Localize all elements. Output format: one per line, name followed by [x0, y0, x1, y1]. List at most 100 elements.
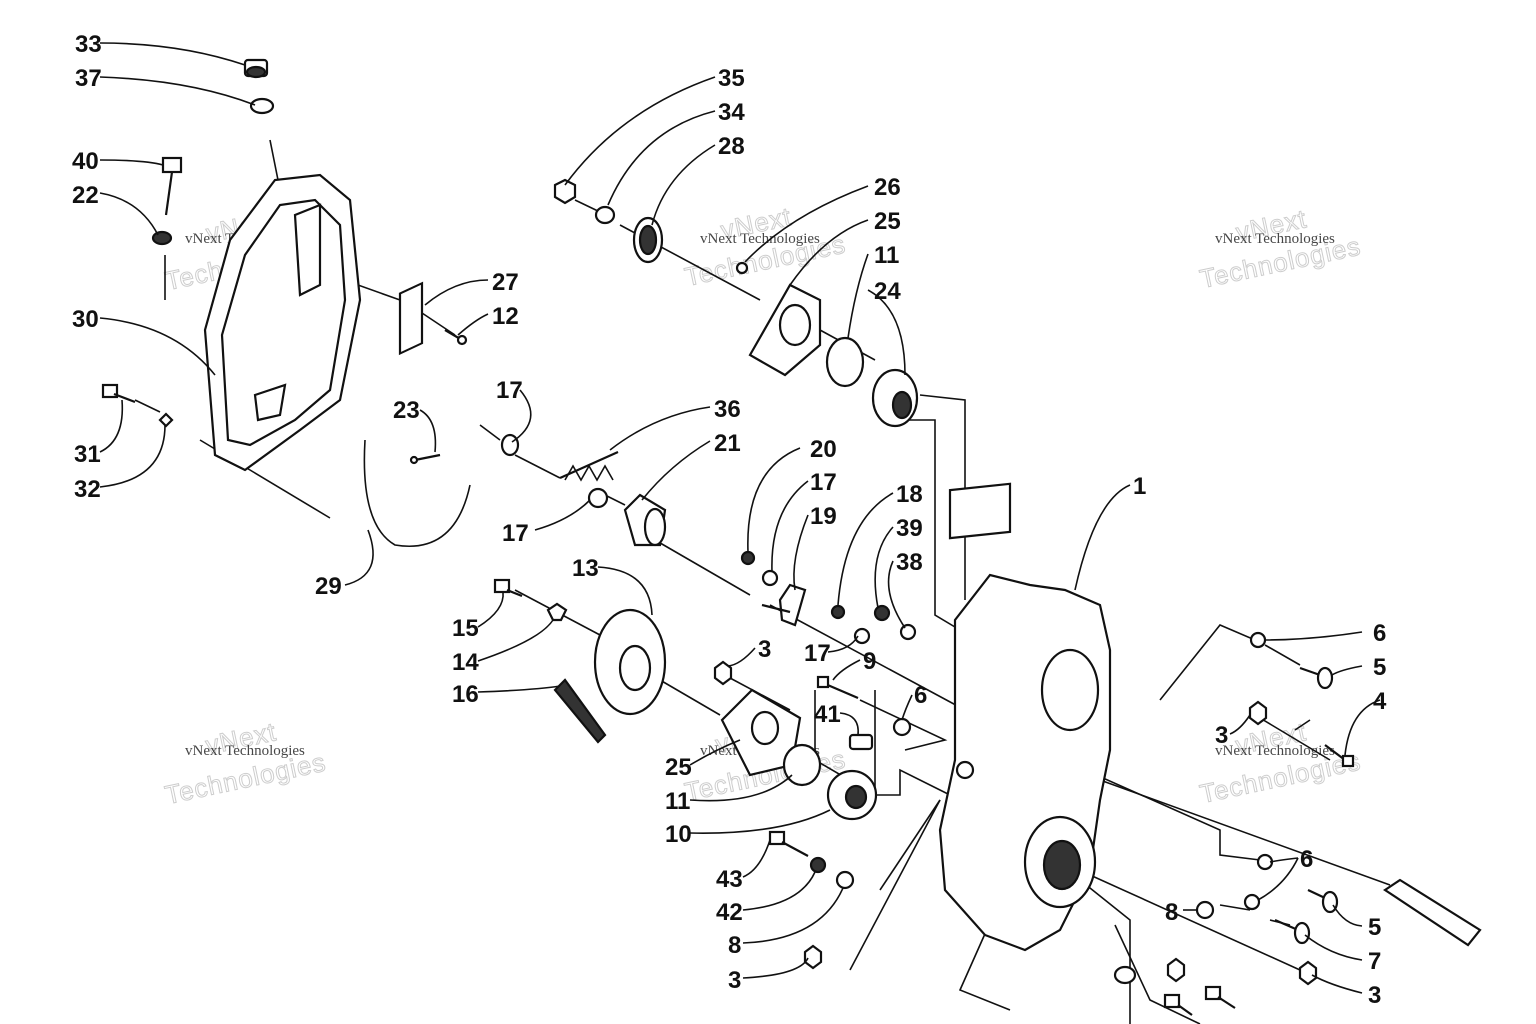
callout-18: 18	[896, 481, 923, 508]
lock-washer	[546, 602, 568, 622]
callout-25: 25	[874, 208, 901, 235]
output-shaft	[1383, 878, 1482, 947]
callout-11: 11	[665, 788, 690, 815]
shaft-washer	[500, 433, 520, 457]
watermark-small-text: vNext Technologies	[1215, 743, 1335, 759]
leader-lines	[99, 42, 1381, 994]
callout-4: 4	[1373, 688, 1387, 715]
hex-bolt	[1163, 993, 1193, 1016]
callout-25: 25	[665, 754, 692, 781]
callout-23: 23	[393, 397, 420, 424]
callout-labels: 33 37 40 22 30 31 32 27 12 23 29 35 34 2…	[72, 31, 1387, 1009]
callout-3: 3	[758, 636, 771, 663]
drain-plug	[243, 58, 269, 79]
hex-nut	[1166, 957, 1186, 983]
callout-10: 10	[665, 821, 692, 848]
callout-17: 17	[804, 640, 831, 667]
hex-nut	[1248, 700, 1268, 726]
callout-6: 6	[914, 682, 927, 709]
cover-bolt	[101, 383, 136, 404]
small-washer	[761, 569, 779, 587]
callout-6: 6	[1373, 620, 1386, 647]
callout-42: 42	[716, 899, 743, 926]
slotted-screw	[1324, 744, 1355, 768]
small-washer	[735, 261, 749, 275]
callout-28: 28	[718, 133, 745, 160]
callout-37: 37	[75, 65, 102, 92]
callout-6: 6	[1300, 846, 1313, 873]
flat-washer	[1195, 900, 1215, 920]
callout-5: 5	[1373, 654, 1386, 681]
callout-22: 22	[72, 182, 99, 209]
callout-32: 32	[74, 476, 101, 503]
callout-8: 8	[1165, 899, 1178, 926]
callout-11: 11	[874, 242, 899, 269]
callout-13: 13	[572, 555, 599, 582]
watermark-small-text: vNext Technologies	[1215, 231, 1335, 247]
tensioner-plate	[398, 281, 424, 356]
snap-ring-lower	[782, 743, 822, 787]
callout-15: 15	[452, 615, 479, 642]
small-nut	[873, 604, 891, 622]
bearing-lower	[826, 769, 878, 821]
callout-39: 39	[896, 515, 923, 542]
callout-21: 21	[714, 430, 741, 457]
hex-nut	[713, 660, 733, 686]
small-washer	[853, 627, 871, 645]
callout-38: 38	[896, 549, 923, 576]
dipstick	[161, 156, 183, 216]
callout-17: 17	[502, 520, 529, 547]
watermark-small-text: vNext Technologies	[185, 743, 305, 759]
sprocket-nut	[553, 178, 577, 205]
flat-washer	[1249, 631, 1267, 649]
callout-41: 41	[814, 701, 841, 728]
small-nut	[830, 604, 846, 620]
idler-roller	[623, 493, 667, 547]
bearing-flange-upper	[748, 283, 822, 377]
snap-ring-upper	[825, 336, 865, 388]
callout-30: 30	[72, 306, 99, 333]
callout-8: 8	[728, 932, 741, 959]
callout-5: 5	[1368, 914, 1381, 941]
small-washer	[899, 623, 917, 641]
callout-29: 29	[315, 573, 342, 600]
callout-26: 26	[874, 174, 901, 201]
callout-34: 34	[718, 99, 745, 126]
bearing-upper	[871, 368, 919, 428]
callout-3: 3	[728, 967, 741, 994]
bearing-flange-lower	[720, 688, 802, 777]
callout-3: 3	[1215, 722, 1228, 749]
sprocket-washer	[594, 205, 616, 225]
watermark-small-text: vNext Technologies	[700, 231, 820, 247]
small-nut	[740, 550, 756, 566]
lock-washer	[809, 856, 827, 874]
callout-19: 19	[810, 503, 837, 530]
callout-40: 40	[72, 148, 99, 175]
hex-bolt	[1204, 985, 1236, 1009]
case-bolt	[768, 830, 809, 857]
o-ring	[151, 230, 173, 246]
shaft-washer	[587, 487, 609, 509]
callout-24: 24	[874, 278, 901, 305]
tension-bracket	[761, 583, 807, 627]
callout-31: 31	[74, 441, 101, 468]
shaft-washer	[892, 717, 912, 737]
tension-rod	[363, 439, 471, 547]
flat-washer	[835, 870, 855, 890]
callout-9: 9	[863, 648, 876, 675]
flat-washer	[1243, 893, 1261, 911]
cotter-pin	[409, 453, 441, 465]
chain-case-housing	[938, 482, 1112, 952]
callout-36: 36	[714, 396, 741, 423]
hex-bolt	[1299, 666, 1334, 690]
adjuster-bolt	[816, 675, 859, 700]
driven-sprocket	[593, 608, 667, 716]
callout-35: 35	[718, 65, 745, 92]
callout-3: 3	[1368, 982, 1381, 1009]
callout-16: 16	[452, 681, 479, 708]
callout-27: 27	[492, 269, 519, 296]
callout-7: 7	[1368, 948, 1381, 975]
tension-spring	[559, 450, 619, 482]
drive-chain	[553, 678, 607, 744]
